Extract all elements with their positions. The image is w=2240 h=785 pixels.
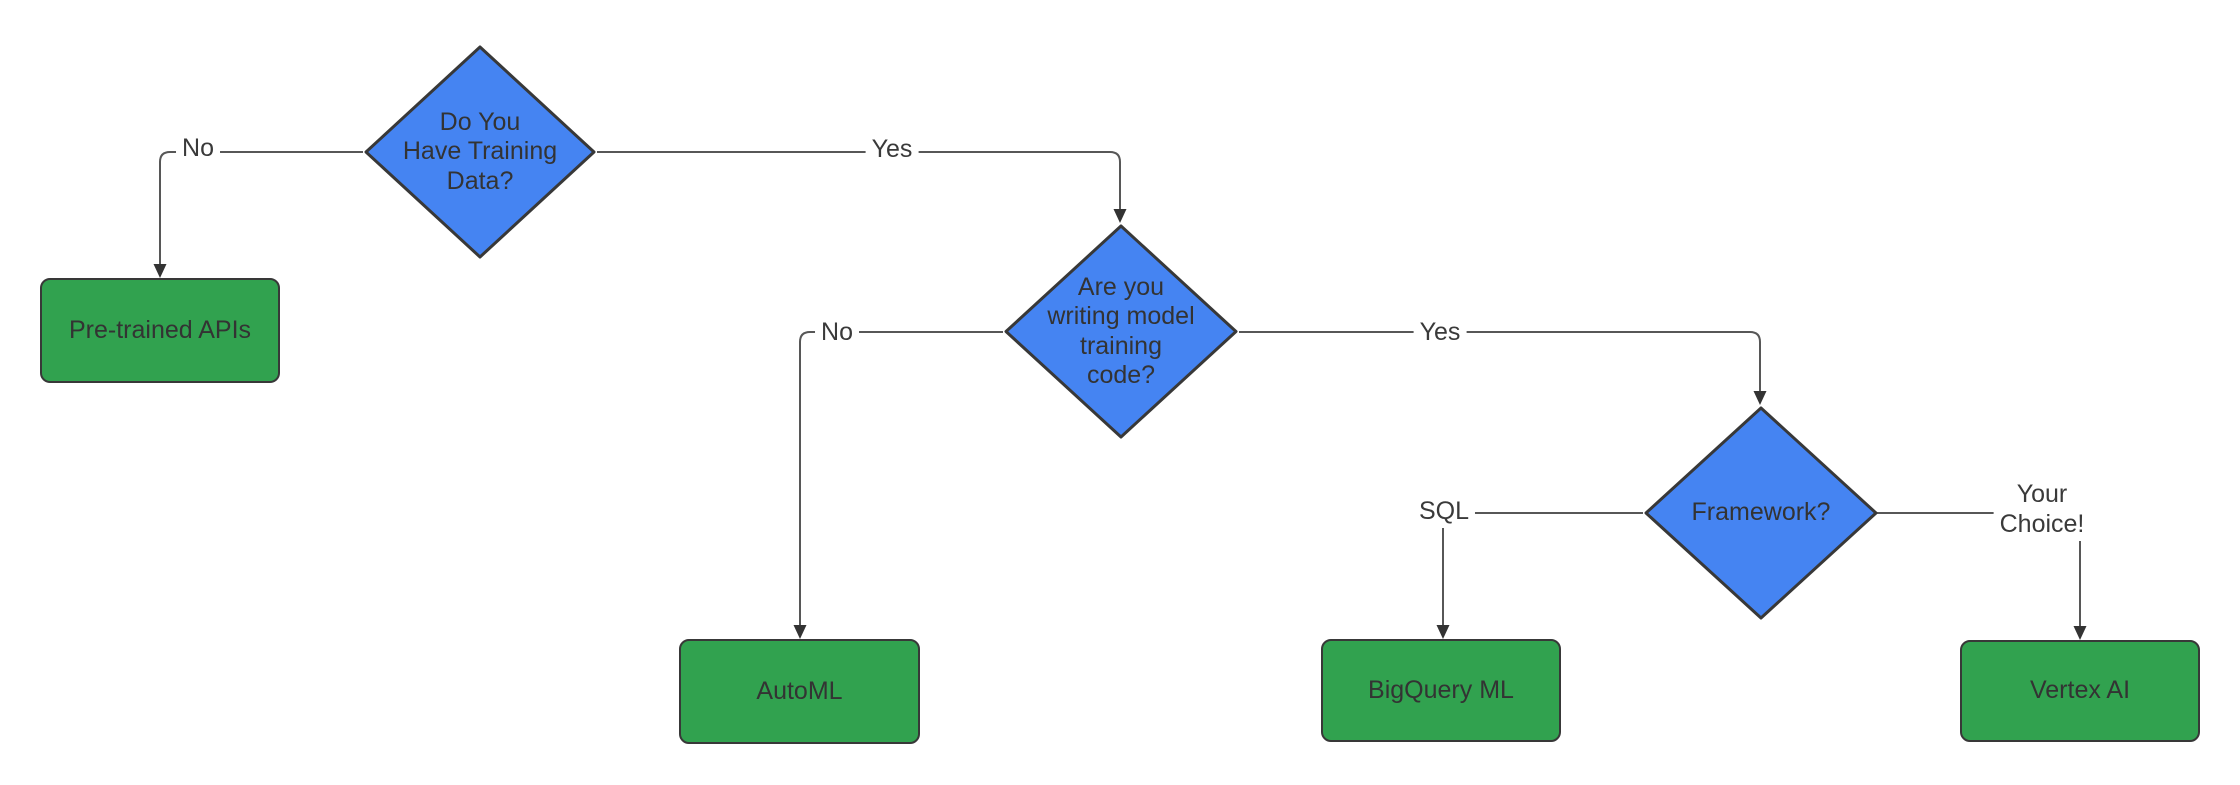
decision-training-data: Do You Have Training Data? — [363, 44, 597, 260]
edge-label-your-choice: Your Choice! — [1993, 477, 2091, 541]
decision-framework: Framework? — [1643, 405, 1879, 621]
edge-sql-to-bigquery-ml — [1436, 512, 1643, 639]
edge-label-no-training-data: No — [176, 131, 220, 165]
edge-yes-to-writing-code — [597, 151, 1127, 223]
edge-label-sql: SQL — [1412, 494, 1476, 528]
edge-label-yes-writing-code: Yes — [1413, 315, 1467, 349]
result-vertex-ai-label: Vertex AI — [2029, 676, 2131, 705]
result-bigquery-ml: BigQuery ML — [1321, 639, 1561, 742]
diamond-shape-icon — [1004, 224, 1238, 439]
decision-writing-code: Are you writing model training code? — [1003, 223, 1239, 440]
result-automl: AutoML — [679, 639, 920, 744]
edge-no-to-automl — [793, 331, 1003, 639]
decision-writing-code-label: Are you writing model training code? — [1047, 273, 1195, 389]
diamond-shape-icon — [1644, 406, 1878, 620]
edge-yes-to-framework — [1239, 331, 1767, 405]
result-pretrained-apis-label: Pre-trained APIs — [68, 315, 252, 344]
edge-label-no-writing-code: No — [815, 315, 859, 349]
edge-label-yes-training-data: Yes — [865, 132, 919, 166]
decision-training-data-label: Do You Have Training Data? — [402, 108, 558, 195]
decision-framework-label: Framework? — [1691, 498, 1831, 527]
result-pretrained-apis: Pre-trained APIs — [40, 278, 280, 383]
edge-no-to-pretrained-apis — [153, 151, 363, 278]
result-vertex-ai: Vertex AI — [1960, 640, 2200, 742]
result-automl-label: AutoML — [756, 676, 843, 705]
diamond-shape-icon — [364, 45, 596, 259]
result-bigquery-ml-label: BigQuery ML — [1368, 675, 1514, 704]
